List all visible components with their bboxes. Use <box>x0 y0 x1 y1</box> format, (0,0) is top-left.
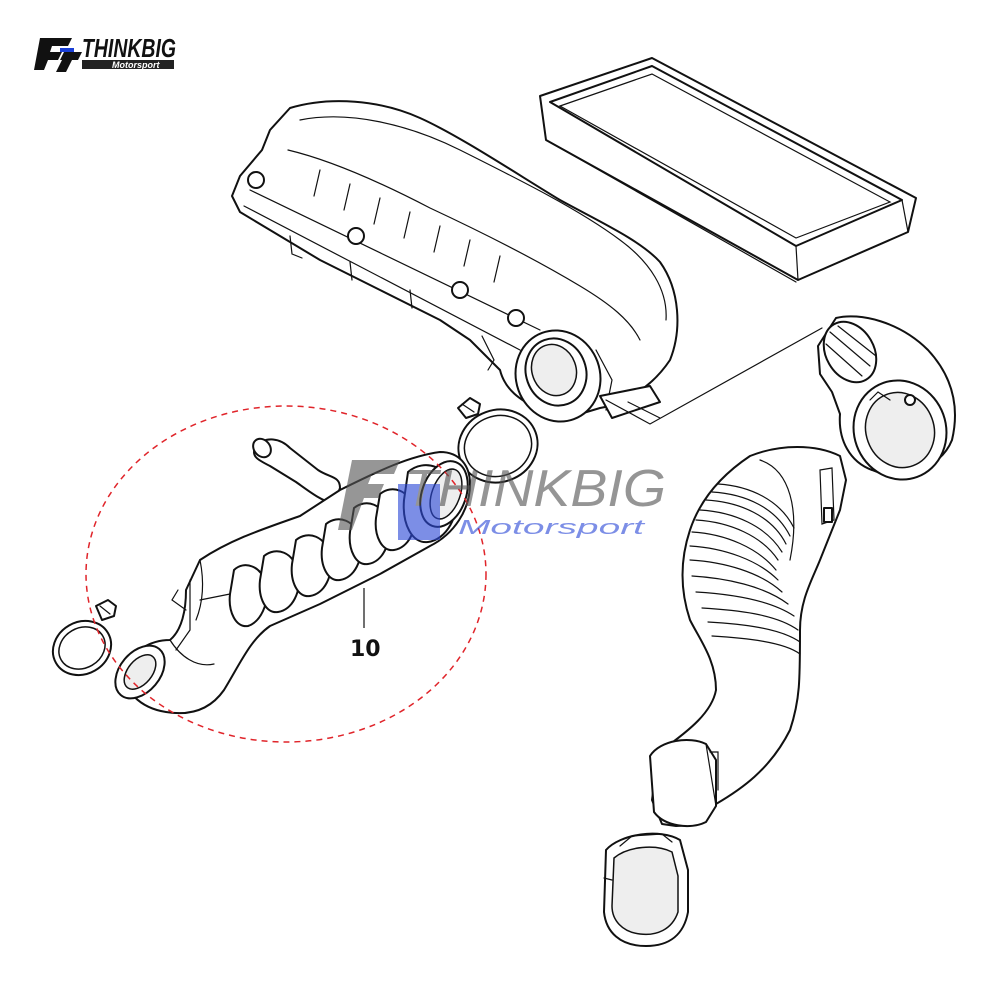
leader-line-upper <box>605 327 823 425</box>
leader-line-lower <box>627 401 661 419</box>
air-filter-housing <box>231 100 679 423</box>
callout-number: 10 <box>350 637 381 662</box>
thinkbig-logo: THINKBIG Motorsport <box>34 33 176 72</box>
hose-clamp-middle <box>457 397 539 484</box>
highlight-circle <box>85 405 487 743</box>
logo-brand-text: THINKBIG <box>82 33 176 63</box>
intake-duct-right <box>649 446 847 828</box>
thinkbig-watermark: THINKBIG Motorsport <box>338 460 666 540</box>
duct-adapter-bottom <box>603 832 689 947</box>
logo-mark-icon <box>34 38 82 72</box>
logo-sub-text: Motorsport <box>112 60 160 70</box>
hose-clamp-left <box>51 599 117 677</box>
intake-elbow-right <box>817 315 956 481</box>
watermark-brand-text: THINKBIG <box>404 460 666 518</box>
watermark-sub-text: Motorsport <box>458 517 647 539</box>
air-filter-element <box>539 57 917 283</box>
